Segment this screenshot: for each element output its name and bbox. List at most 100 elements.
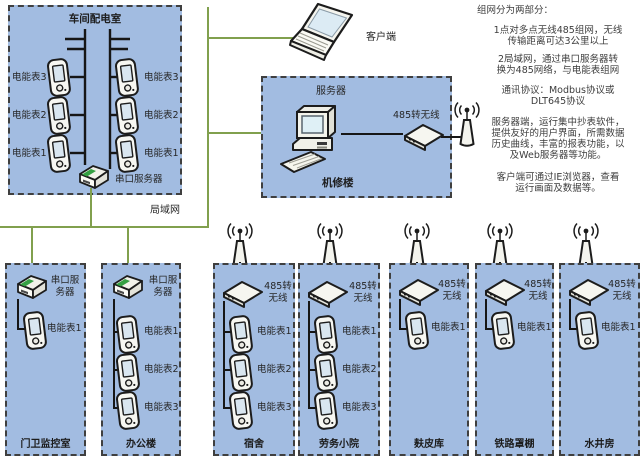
meter-icon [404,310,430,352]
wire [569,299,571,330]
site-box-dormitory: 485转无线 电能表1 电能表2 电能表3 宿舍 [213,263,295,456]
rs485-converter-icon [221,279,265,309]
device-label: 串口服务器 [148,275,178,298]
meter-label: 电能表2 [257,364,292,375]
wire [113,299,115,409]
site-name: 铁路罩棚 [494,439,535,450]
lan-riser-workshop [90,188,92,228]
meter-icon [114,133,140,175]
site-box-railway-canopy: 485转无线 电能表1 铁路罩棚 [475,263,554,456]
wire [223,407,231,409]
meter-label: 电能表1 [431,322,466,333]
meter-icon [313,314,339,356]
wire [223,301,225,409]
site-name: 办公楼 [126,439,156,450]
meter-icon [46,133,72,175]
note-line: 及Web服务器等功能。 [509,150,607,161]
lan-branch-server [209,132,297,134]
meter-icon [574,310,600,352]
converter-label: 485转无线 [393,110,440,121]
meter-icon [114,95,140,137]
meter-label: 电能表2 [144,364,179,375]
meter-label: 电能表1 [342,326,377,337]
meter-label: 电能表3 [12,72,47,83]
lan-branch-client [209,37,293,39]
meter-icon [228,390,254,432]
meter-label: 电能表1 [517,322,552,333]
site-box-office: 串口服务器 电能表1 电能表2 电能表3 办公楼 [101,263,181,456]
device-label: 485转无线 [524,279,552,302]
note-line: 运行画面及数据等。 [515,183,601,194]
rs485-converter-icon [402,122,446,152]
wire [308,369,316,371]
meter-icon [115,352,141,394]
meter-label: 电能表1 [144,326,179,337]
note-line: 组网分为两部分： [477,5,554,16]
rs485-converter-icon [567,277,611,307]
desktop-server-icon [277,102,345,184]
meter-label: 电能表2 [342,364,377,375]
meter-icon [313,390,339,432]
wire [223,369,231,371]
server-room-title: 机修楼 [322,177,354,189]
site-box-well-house: 485转无线 电能表1 水井房 [559,263,640,456]
meter-icon [115,390,141,432]
meter-icon [46,57,72,99]
note-line: 1点对多点无线485组网，无线 [493,25,623,36]
site-name: 劳务小院 [319,439,359,450]
meter-icon [228,352,254,394]
wire [399,328,407,330]
meter-icon [22,310,48,352]
meter-label: 电能表1 [144,148,179,159]
lan-drop-gatehouse [31,228,33,274]
wire [308,301,310,409]
antenna-icon [450,101,484,147]
workshop-title: 车间配电室 [68,13,122,25]
server-to-converter-line [341,133,403,135]
meter-label: 电能表3 [342,402,377,413]
site-box-gatehouse: 串口服务器 电能表1 门卫监控室 [5,263,86,456]
meter-label: 电能表2 [144,110,179,121]
serial-server-label: 串口服务器 [115,174,163,185]
meter-icon [115,314,141,356]
meter-icon [490,310,516,352]
rs485-converter-icon [483,277,527,307]
lan-riser-main [207,7,209,228]
note-line: DLT645协议 [530,96,586,107]
meter-label: 电能表1 [47,323,82,334]
device-label: 485转无线 [438,279,466,302]
server-label: 服务器 [316,86,346,97]
wire [223,331,231,333]
meter-label: 电能表3 [144,72,179,83]
wire [308,331,316,333]
rs485-converter-icon [306,279,350,309]
device-label: 串口服务器 [50,275,80,298]
lan-trunk [0,226,209,228]
meter-icon [228,314,254,356]
note-line: 换为485网络，与电能表组网 [496,65,620,76]
device-label: 485转无线 [349,281,377,304]
site-name: 麸皮库 [414,439,444,450]
note-line: 服务器端，运行集中抄表软件， [491,117,625,128]
meter-label: 电能表3 [257,402,292,413]
rs485-converter-icon [397,277,441,307]
note-line: 历史曲线，丰富的报表功能，以 [491,139,625,150]
serial-server-icon [76,162,112,192]
meter-label: 电能表1 [601,322,636,333]
wire [17,299,19,330]
meter-label: 电能表1 [12,148,47,159]
note-line: 客户端可通过IE浏览器，查看 [496,172,620,183]
meter-icon [46,95,72,137]
site-name: 门卫监控室 [20,439,71,450]
meter-icon [313,352,339,394]
wire [485,328,493,330]
meter-label: 电能表3 [144,402,179,413]
wire [17,328,26,330]
serial-server-icon [110,272,146,302]
note-line: 通讯协议：Modbus协议或 [501,85,615,96]
device-label: 485转无线 [264,281,292,304]
site-box-labor-yard: 485转无线 电能表1 电能表2 电能表3 劳务小院 [298,263,380,456]
workshop-box: 车间配电室 电能表3 电能表2 电能表1 电 [8,5,182,195]
site-name: 宿舍 [244,439,264,450]
serial-server-icon [14,272,50,302]
